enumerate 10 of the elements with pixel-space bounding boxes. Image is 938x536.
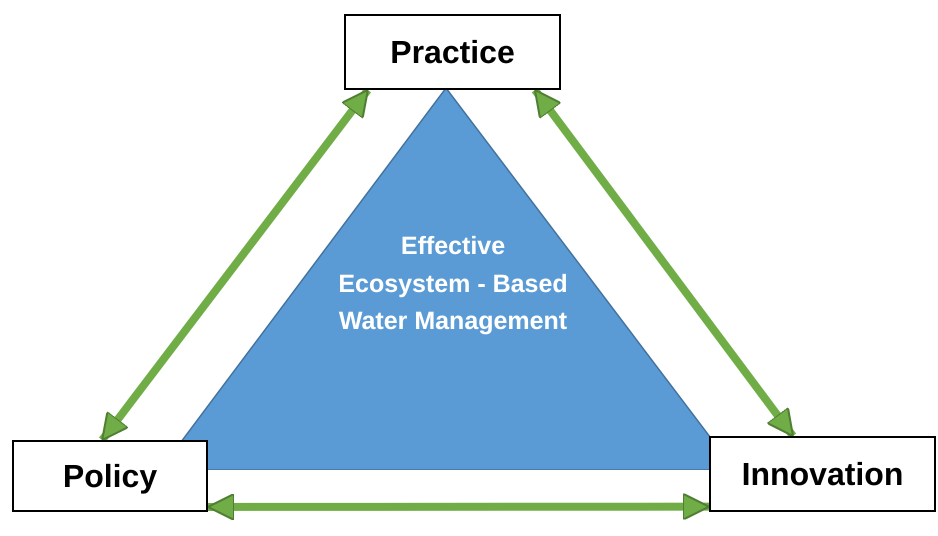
label-box	[344, 14, 561, 90]
double-arrow	[206, 492, 710, 521]
double-arrow	[98, 88, 372, 442]
label-box	[12, 440, 208, 512]
box-label: Policy	[62, 458, 158, 494]
label-box	[709, 436, 936, 512]
triangle-label: Effective Ecosystem - Based Water Management	[337, 231, 569, 337]
double-arrow	[532, 88, 796, 438]
box-label: Innovation	[742, 456, 904, 492]
box-label: Practice	[390, 34, 515, 70]
